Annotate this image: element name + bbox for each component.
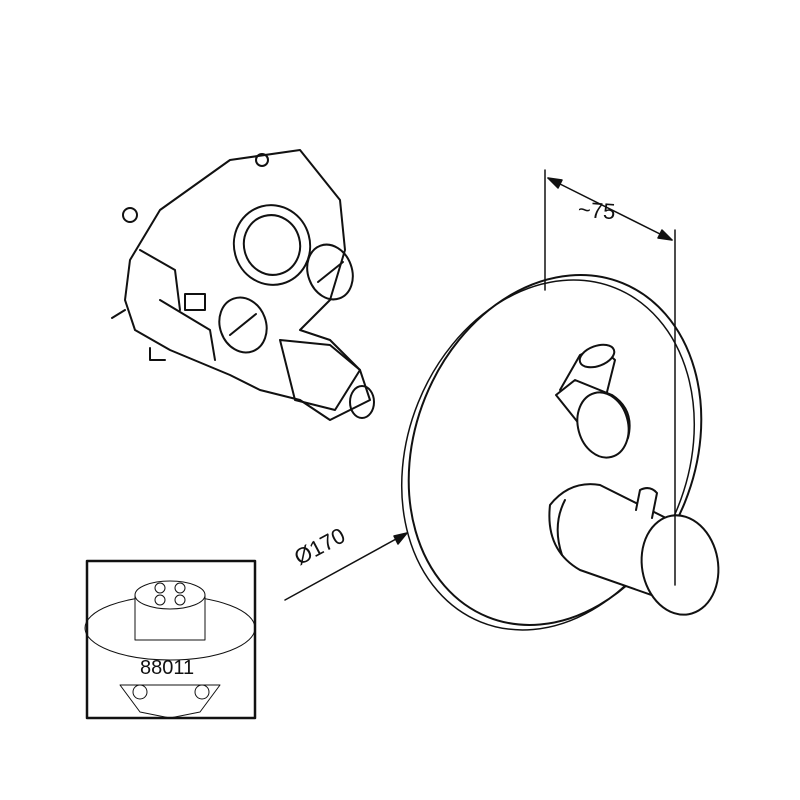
diverter-knob: [555, 343, 631, 459]
concealed-valve-body: [111, 149, 375, 421]
inset-part-number: 88011: [140, 657, 195, 679]
depth-dimension: [544, 169, 676, 586]
inset-box: [84, 559, 257, 720]
thermostat-knob: [548, 483, 720, 616]
diameter-dimension: [284, 532, 408, 601]
faceplate: [400, 274, 703, 631]
depth-dimension-label: ~75: [577, 196, 617, 225]
